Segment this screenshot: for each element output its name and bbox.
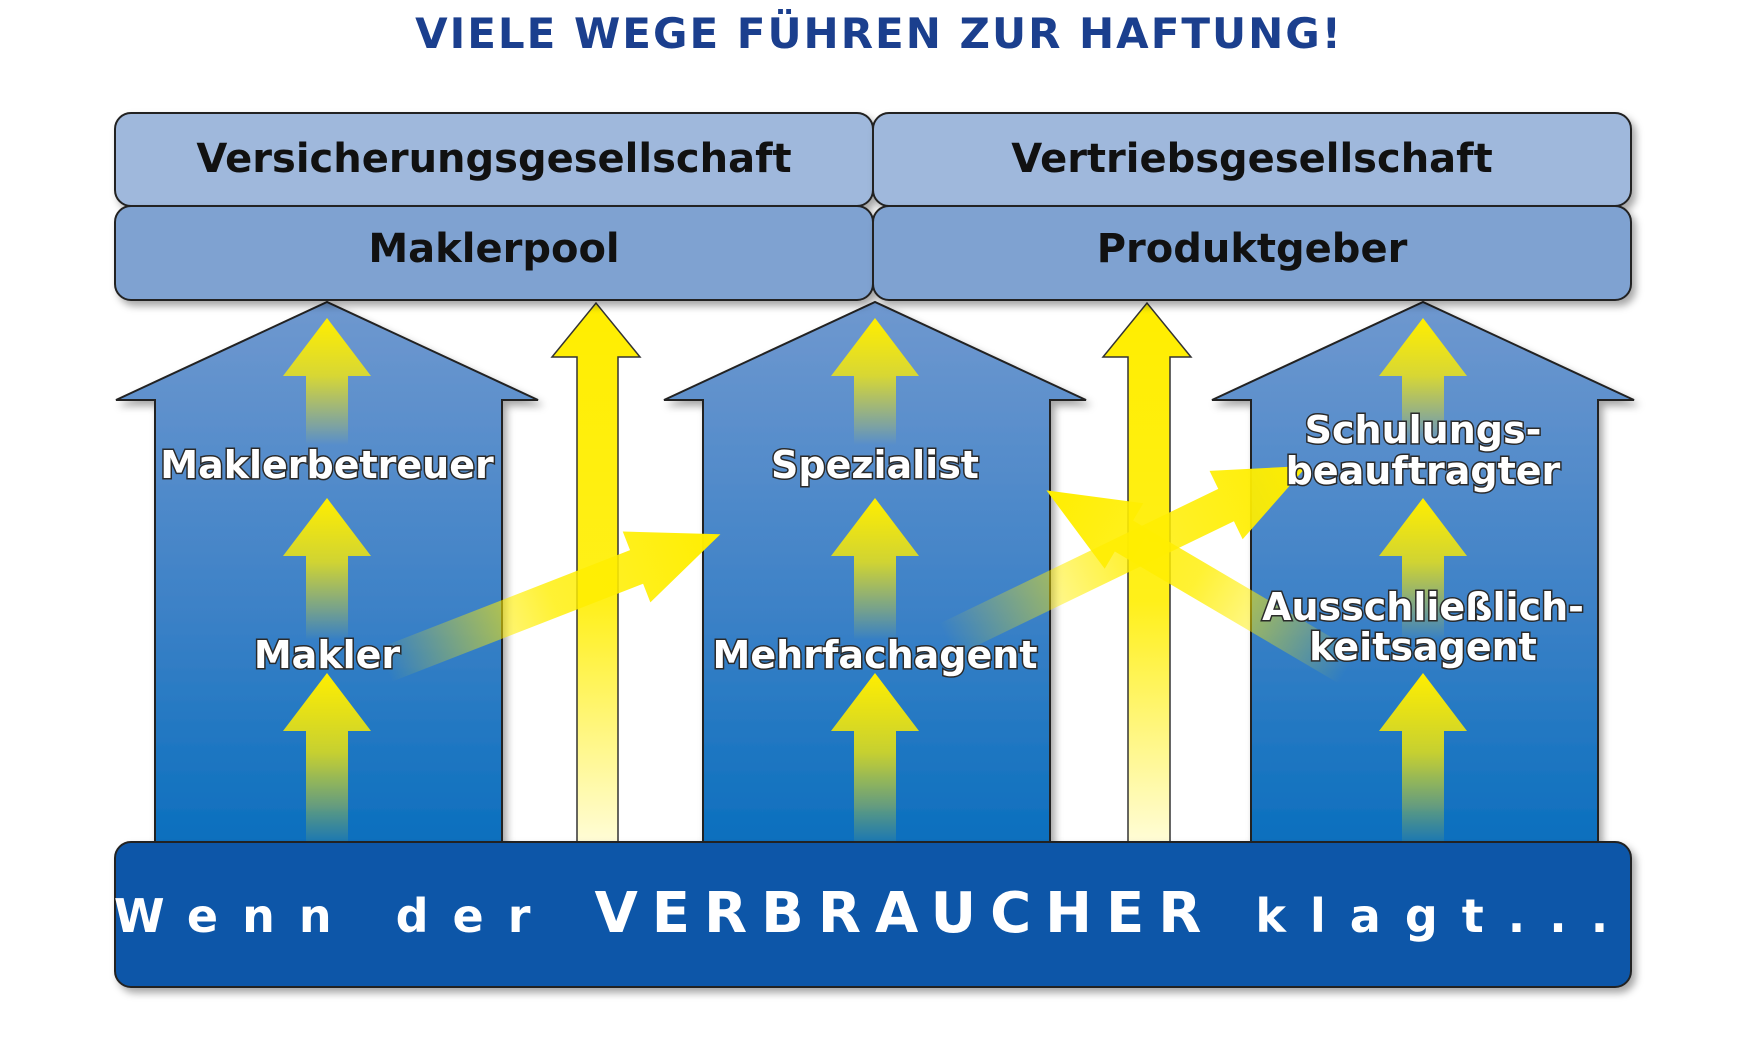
up-arrow-left-3 [283,673,371,850]
arrow-makler-to-spezialist [378,531,721,682]
role-mehrfachagent: Mehrfachagent [713,633,1038,677]
role-labels: Maklerbetreuer Makler Spezialist Mehrfac… [159,407,1586,679]
up-arrow-right-1 [1379,318,1467,445]
role-makler: Makler [254,633,401,677]
up-arrow-right-3 [1379,673,1467,850]
header-rows: Versicherungsgesellschaft Vertriebsgesel… [114,112,1632,301]
label-vertriebsgesellschaft: Vertriebsgesellschaft [1011,136,1492,182]
tall-arrow-right [1101,301,1193,846]
consumer-bar: Wenn der VERBRAUCHER klagt... [114,841,1632,988]
label-produktgeber: Produktgeber [1097,226,1408,272]
label-maklerpool: Maklerpool [368,226,619,272]
up-arrow-middle-2 [831,498,919,640]
role-spezialist: Spezialist [771,443,979,487]
up-arrow-middle-1 [831,318,919,445]
role-ausschliesslichkeitsagent-line1: Ausschließlich- [1262,585,1584,629]
consumer-text-part2: klagt... [1215,889,1632,943]
arrow-mehrfachagent-to-schulungsbeauftragter [939,465,1308,657]
up-arrow-right-2 [1379,498,1467,640]
consumer-text-part1: Wenn der [114,889,595,943]
up-arrow-left-2 [283,498,371,640]
role-schulungsbeauftragter-line1: Schulungs- [1305,408,1542,452]
short-arrows [283,318,1467,850]
arrow-ausschliesslichkeitsagent-to-spezialist [1046,490,1358,684]
consumer-bar-text: Wenn der VERBRAUCHER klagt... [114,881,1632,946]
header-box-produktgeber [872,205,1632,301]
diagram-title: VIELE WEGE FÜHREN ZUR HAFTUNG! [415,8,1343,58]
role-maklerbetreuer: Maklerbetreuer [160,443,494,487]
role-ausschliesslichkeitsagent-line2: keitsagent [1309,625,1537,669]
up-arrow-middle-3 [831,673,919,850]
consumer-text-emphasis: VERBRAUCHER [594,881,1215,946]
label-versicherungsgesellschaft: Versicherungsgesellschaft [196,136,791,182]
up-arrow-left-1 [283,318,371,445]
role-schulungsbeauftragter-line2: beauftragter [1286,449,1561,493]
diagonal-arrows [378,465,1358,684]
consumer-bar-box [114,841,1632,988]
